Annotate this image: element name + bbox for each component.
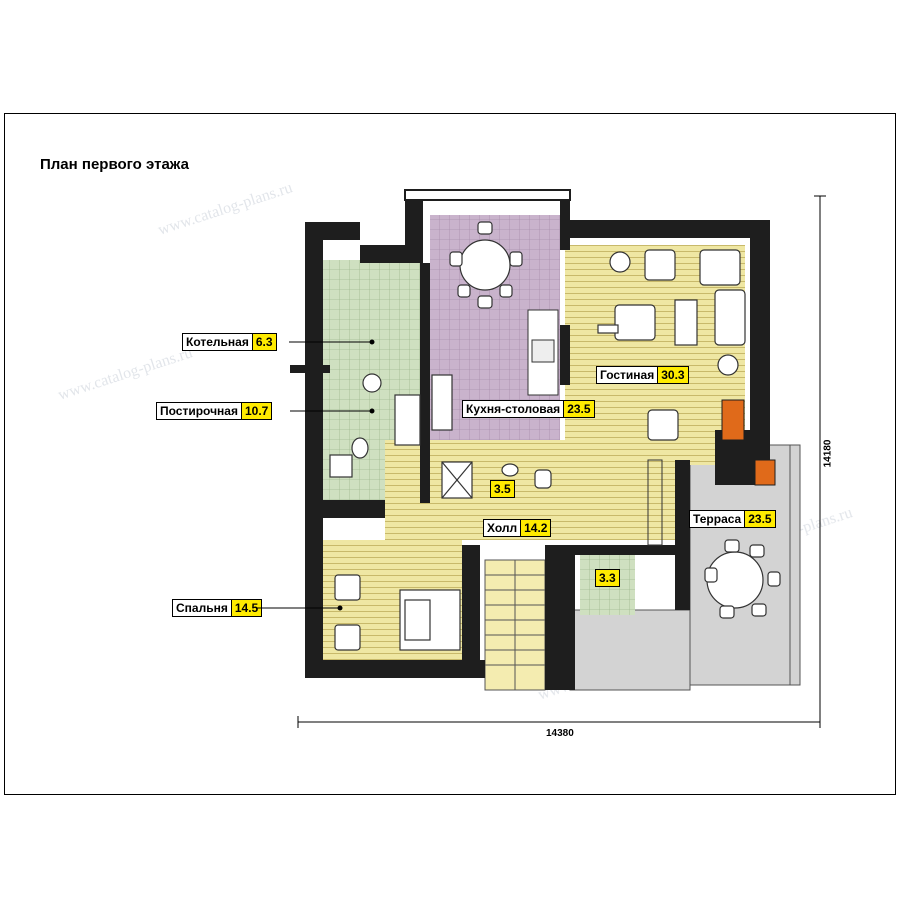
room-name: Кухня-столовая	[466, 402, 561, 416]
room-area: 6.3	[251, 334, 276, 350]
room-area: 23.5	[563, 401, 594, 417]
room-area: 3.5	[491, 481, 514, 497]
room-label-laundry: Постирочная 10.7	[156, 402, 273, 420]
room-area: 14.5	[230, 600, 262, 616]
room-area: 3.3	[596, 570, 619, 586]
room-name: Гостиная	[600, 368, 655, 382]
room-area: 30.3	[657, 367, 688, 383]
room-name: Постирочная	[160, 404, 238, 418]
dimension-width: 14380	[546, 728, 574, 739]
room-area: 23.5	[744, 511, 775, 527]
room-label-bath: 3.5	[490, 480, 515, 498]
walls	[290, 189, 770, 690]
living-furniture	[597, 249, 746, 441]
room-name: Спальня	[176, 601, 228, 615]
dining-table	[449, 221, 523, 309]
room-label-bedroom: Спальня 14.5	[172, 599, 263, 617]
room-label-terrace: Терраса 23.5	[689, 510, 776, 528]
room-area: 14.2	[520, 520, 551, 536]
fireplace-outdoor	[754, 459, 776, 486]
dimension-lines	[297, 195, 826, 728]
room-label-hall: Холл 14.2	[483, 519, 552, 537]
fireplace	[721, 399, 745, 441]
room-name: Холл	[487, 521, 518, 535]
boiler-room-floor	[322, 260, 422, 360]
room-label-living: Гостиная 30.3	[596, 366, 689, 384]
stove	[531, 339, 555, 363]
laundry-fixtures	[329, 373, 453, 478]
staircase	[485, 560, 545, 690]
terrace-table	[704, 539, 781, 619]
terrace-lower	[569, 609, 691, 691]
room-label-kitchen: Кухня-столовая 23.5	[462, 400, 595, 418]
dimension-height: 14180	[822, 439, 834, 468]
bedroom-furniture	[334, 574, 461, 651]
room-label-wc: 3.3	[595, 569, 620, 587]
room-label-boiler: Котельная 6.3	[182, 333, 277, 351]
room-name: Котельная	[186, 335, 249, 349]
bath-fixtures	[441, 461, 552, 499]
plan-title: План первого этажа	[40, 156, 189, 173]
drawing-frame	[4, 113, 896, 795]
hall-closet	[647, 459, 663, 546]
watermark-text: www.catalog-plans.ru	[156, 179, 295, 239]
room-area: 10.7	[240, 403, 272, 419]
room-name: Терраса	[693, 512, 742, 526]
watermark-text: www.catalog-plans.ru	[56, 344, 195, 404]
